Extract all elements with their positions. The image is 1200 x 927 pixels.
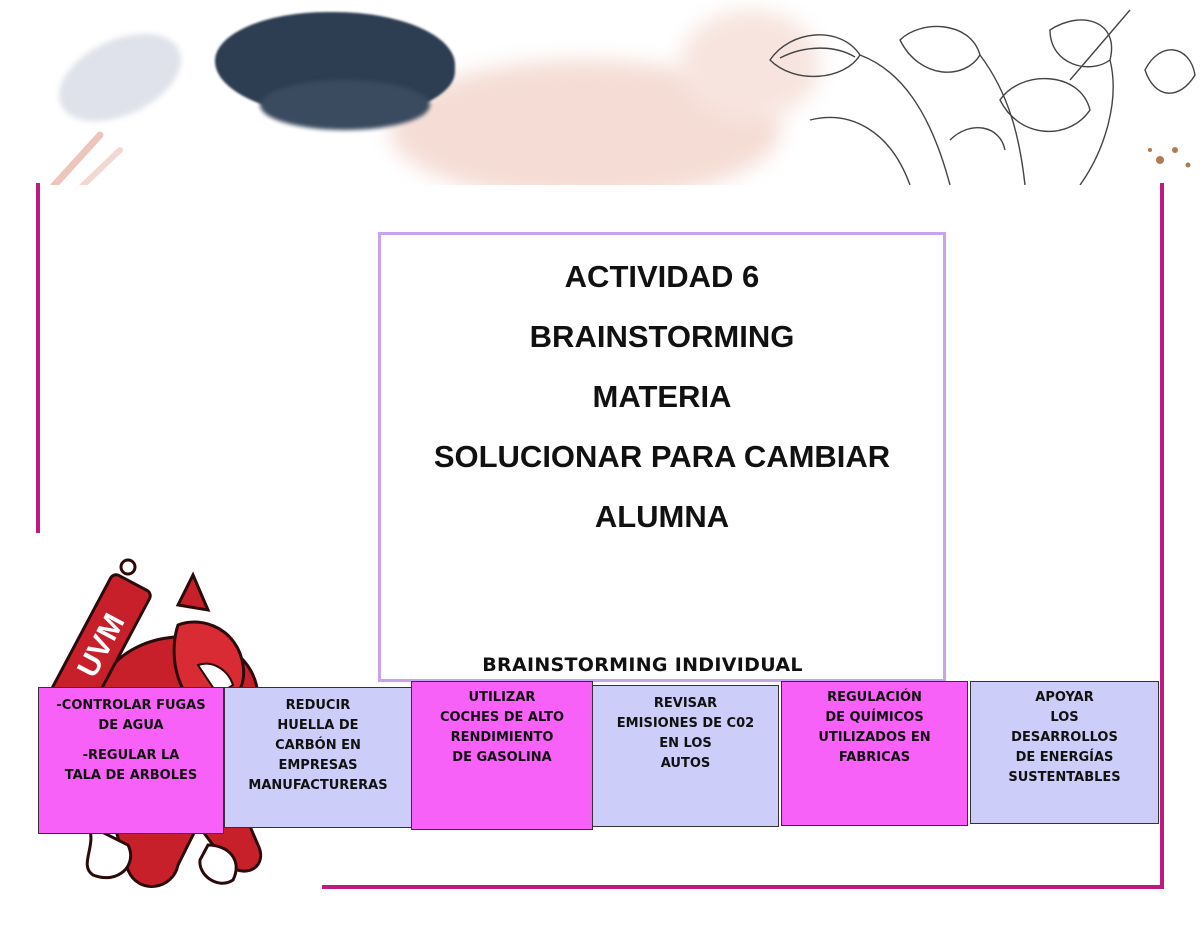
grey-watercolor-blob [45, 16, 195, 139]
title-subject-name: SOLUCIONAR PARA CAMBIAR [433, 439, 891, 474]
title-student: ALUMNA [594, 499, 730, 534]
card-text-efficient-cars: UTILIZAR COCHES DE ALTO RENDIMIENTO DE G… [439, 690, 565, 765]
idea-card-efficient-cars: UTILIZAR COCHES DE ALTO RENDIMIENTO DE G… [411, 681, 593, 830]
card-text-water-leaks: -CONTROLAR FUGAS DE AGUA [56, 698, 206, 733]
card-text-car-emissions: REVISAR EMISIONES DE C02 EN LOS AUTOS [616, 696, 755, 771]
idea-card-carbon-footprint: REDUCIR HUELLA DE CARBÓN EN EMPRESAS MAN… [224, 687, 412, 828]
title-brainstorming: BRAINSTORMING [529, 319, 795, 354]
idea-card-car-emissions: REVISAR EMISIONES DE C02 EN LOS AUTOS [592, 685, 779, 827]
frame-line-left [36, 183, 40, 533]
title-activity: ACTIVIDAD 6 [564, 259, 760, 294]
idea-card-water-trees: -CONTROLAR FUGAS DE AGUA -REGULAR LA TAL… [38, 687, 224, 834]
section-heading: BRAINSTORMING INDIVIDUAL [440, 654, 845, 676]
card-text-carbon-footprint: REDUCIR HUELLA DE CARBÓN EN EMPRESAS MAN… [248, 698, 388, 793]
card-text-sustainable-energy: APOYAR LOS DESARROLLOS DE ENERGÍAS SUSTE… [1008, 690, 1121, 785]
frame-line-bottom [322, 885, 1164, 889]
pink-watercolor-blob-small [680, 10, 820, 120]
idea-card-sustainable-energy: APOYAR LOS DESARROLLOS DE ENERGÍAS SUSTE… [970, 681, 1159, 824]
card-text-tree-felling: -REGULAR LA TALA DE ARBOLES [64, 748, 198, 783]
brush-stroke-decoration [49, 131, 123, 185]
frame-line-right [1160, 183, 1164, 888]
idea-card-chemicals-regulation: REGULACIÓN DE QUÍMICOS UTILIZADOS EN FAB… [781, 681, 968, 826]
flower-line-art-icon [769, 9, 1196, 185]
card-text-chemicals-regulation: REGULACIÓN DE QUÍMICOS UTILIZADOS EN FAB… [818, 690, 931, 765]
navy-watercolor-blob-lower [260, 80, 430, 130]
decorative-banner [0, 0, 1200, 185]
title-subject: MATERIA [592, 379, 732, 414]
title-box: ACTIVIDAD 6 BRAINSTORMING MATERIA SOLUCI… [378, 232, 946, 682]
title-lines: ACTIVIDAD 6 BRAINSTORMING MATERIA SOLUCI… [381, 247, 943, 547]
